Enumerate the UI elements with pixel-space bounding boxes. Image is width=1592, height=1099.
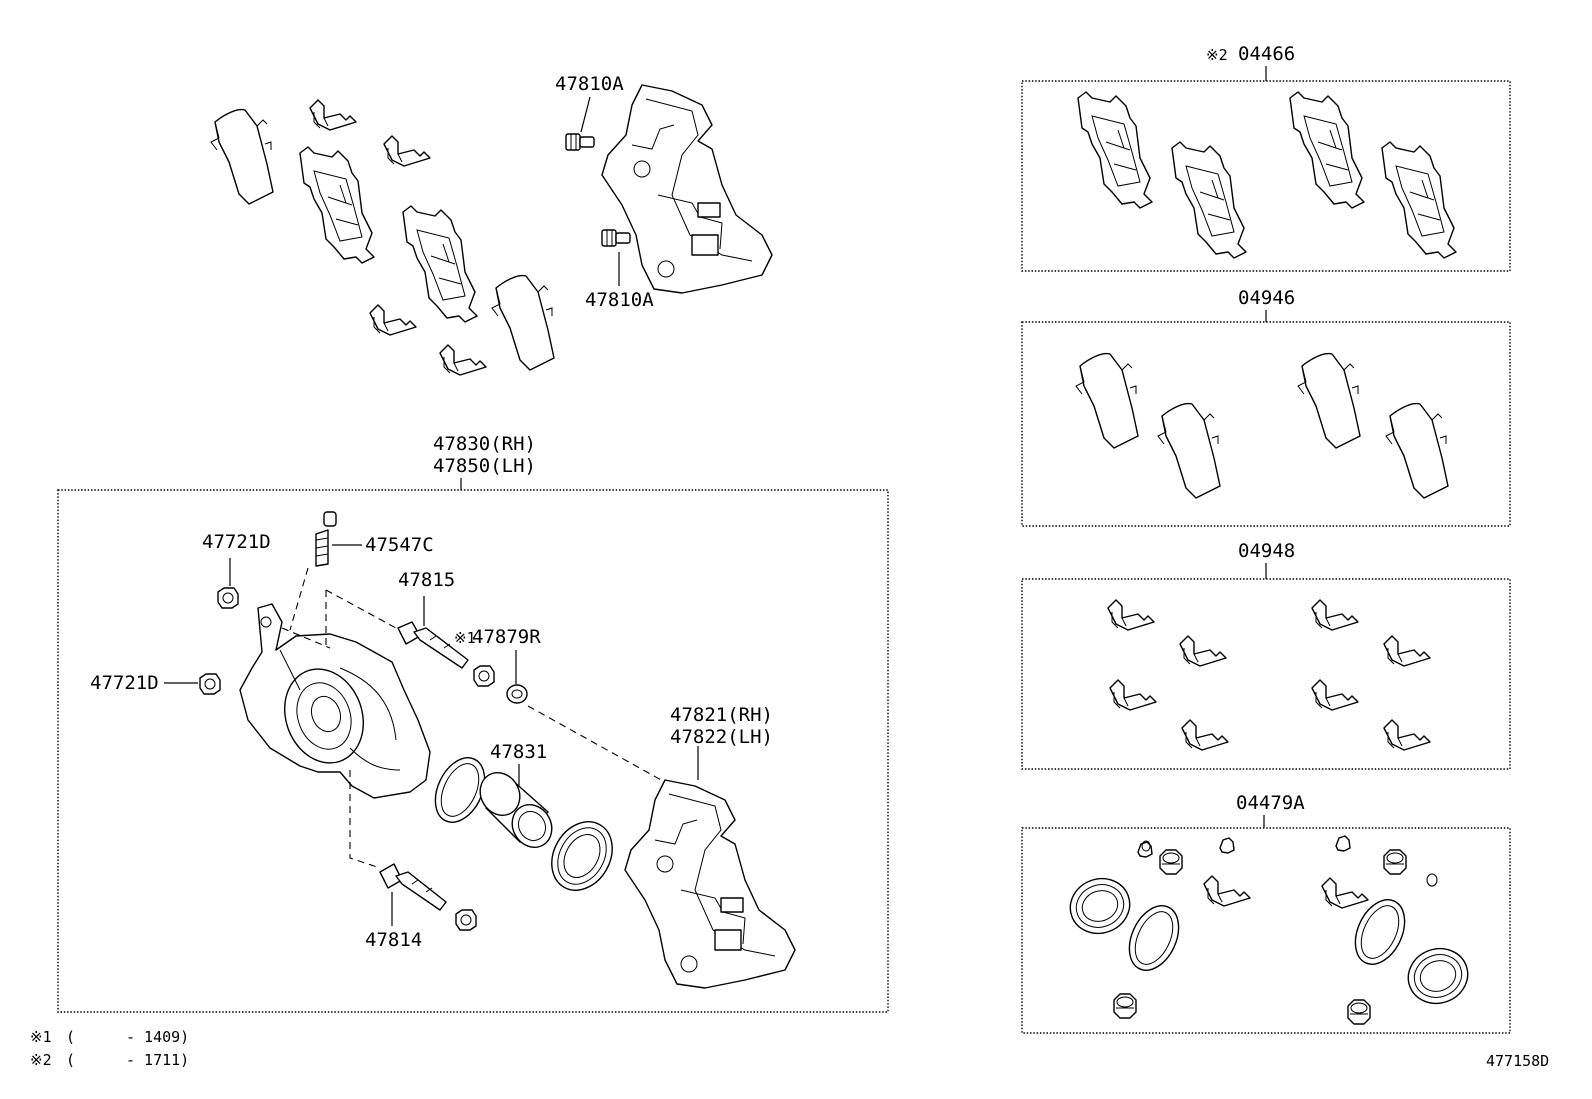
label-slide-pin-upper: 47815 xyxy=(398,569,455,591)
label-caliper-assy-lh: 47850(LH) xyxy=(433,455,536,477)
label-bracket-bolt-top: 47810A xyxy=(555,73,624,95)
shim-kit-contents xyxy=(1075,352,1449,499)
svg-text:※2: ※2 xyxy=(30,1051,52,1069)
label-pad-kit-mark: ※2 xyxy=(1206,46,1228,64)
pad-kit-box xyxy=(1021,80,1511,272)
svg-text:- 1711): - 1711) xyxy=(126,1051,189,1069)
label-bleeder-plug: 47547C xyxy=(365,534,434,556)
label-bleeder-cap-upper: 47721D xyxy=(202,531,271,553)
mounting-bracket xyxy=(624,779,796,989)
label-bleeder-cap-lower: 47721D xyxy=(90,672,159,694)
label-caliper-assy-rh: 47830(RH) xyxy=(433,433,536,455)
bushing-upper xyxy=(473,665,495,687)
svg-text:※1: ※1 xyxy=(30,1028,52,1046)
label-shim-kit: 04946 xyxy=(1238,287,1295,309)
bleeder-plug xyxy=(315,511,337,567)
svg-text:(: ( xyxy=(66,1051,75,1069)
label-piston: 47831 xyxy=(490,741,547,763)
mounting-bracket-top xyxy=(601,84,773,294)
fitting-kit-box xyxy=(1021,578,1511,770)
bracket-bolt-bottom xyxy=(601,229,631,247)
svg-text:- 1409): - 1409) xyxy=(126,1028,189,1046)
label-cylinder-kit: 04479A xyxy=(1236,792,1305,814)
label-mounting-rh: 47821(RH) xyxy=(670,704,773,726)
bleeder-cap-lower xyxy=(199,673,221,695)
footnote-1: ※1 ( - 1409) xyxy=(30,1028,189,1046)
slide-pin-lower xyxy=(379,863,447,911)
caliper-body xyxy=(239,603,431,799)
fitting-kit-contents xyxy=(1107,599,1431,751)
piston xyxy=(479,772,553,848)
label-pad-kit: 04466 xyxy=(1238,43,1295,65)
label-mounting-lh: 47822(LH) xyxy=(670,726,773,748)
pad-kit-contents xyxy=(1077,91,1457,259)
shim-kit-box xyxy=(1021,321,1511,527)
caliper-assembly-box xyxy=(57,489,889,1013)
bleeder-cap-upper xyxy=(217,587,239,609)
bracket-bolt-top xyxy=(565,133,595,151)
label-bushing: 47879R xyxy=(472,626,541,648)
label-slide-pin-lower: 47814 xyxy=(365,929,422,951)
bushing-lower xyxy=(455,909,477,931)
bushing-sleeve xyxy=(506,684,528,704)
cylinder-kit-contents xyxy=(1061,835,1477,1025)
cylinder-boot xyxy=(539,810,625,902)
footnote-2: ※2 ( - 1711) xyxy=(30,1051,189,1069)
label-fitting-kit: 04948 xyxy=(1238,540,1295,562)
diagram-code: 477158D xyxy=(1486,1052,1549,1070)
pads-group-top xyxy=(210,99,555,376)
label-bracket-bolt-bottom: 47810A xyxy=(585,289,654,311)
slide-pin-upper xyxy=(397,621,469,669)
label-bushing-mark: ※1 xyxy=(454,629,476,647)
svg-text:(: ( xyxy=(66,1028,75,1046)
